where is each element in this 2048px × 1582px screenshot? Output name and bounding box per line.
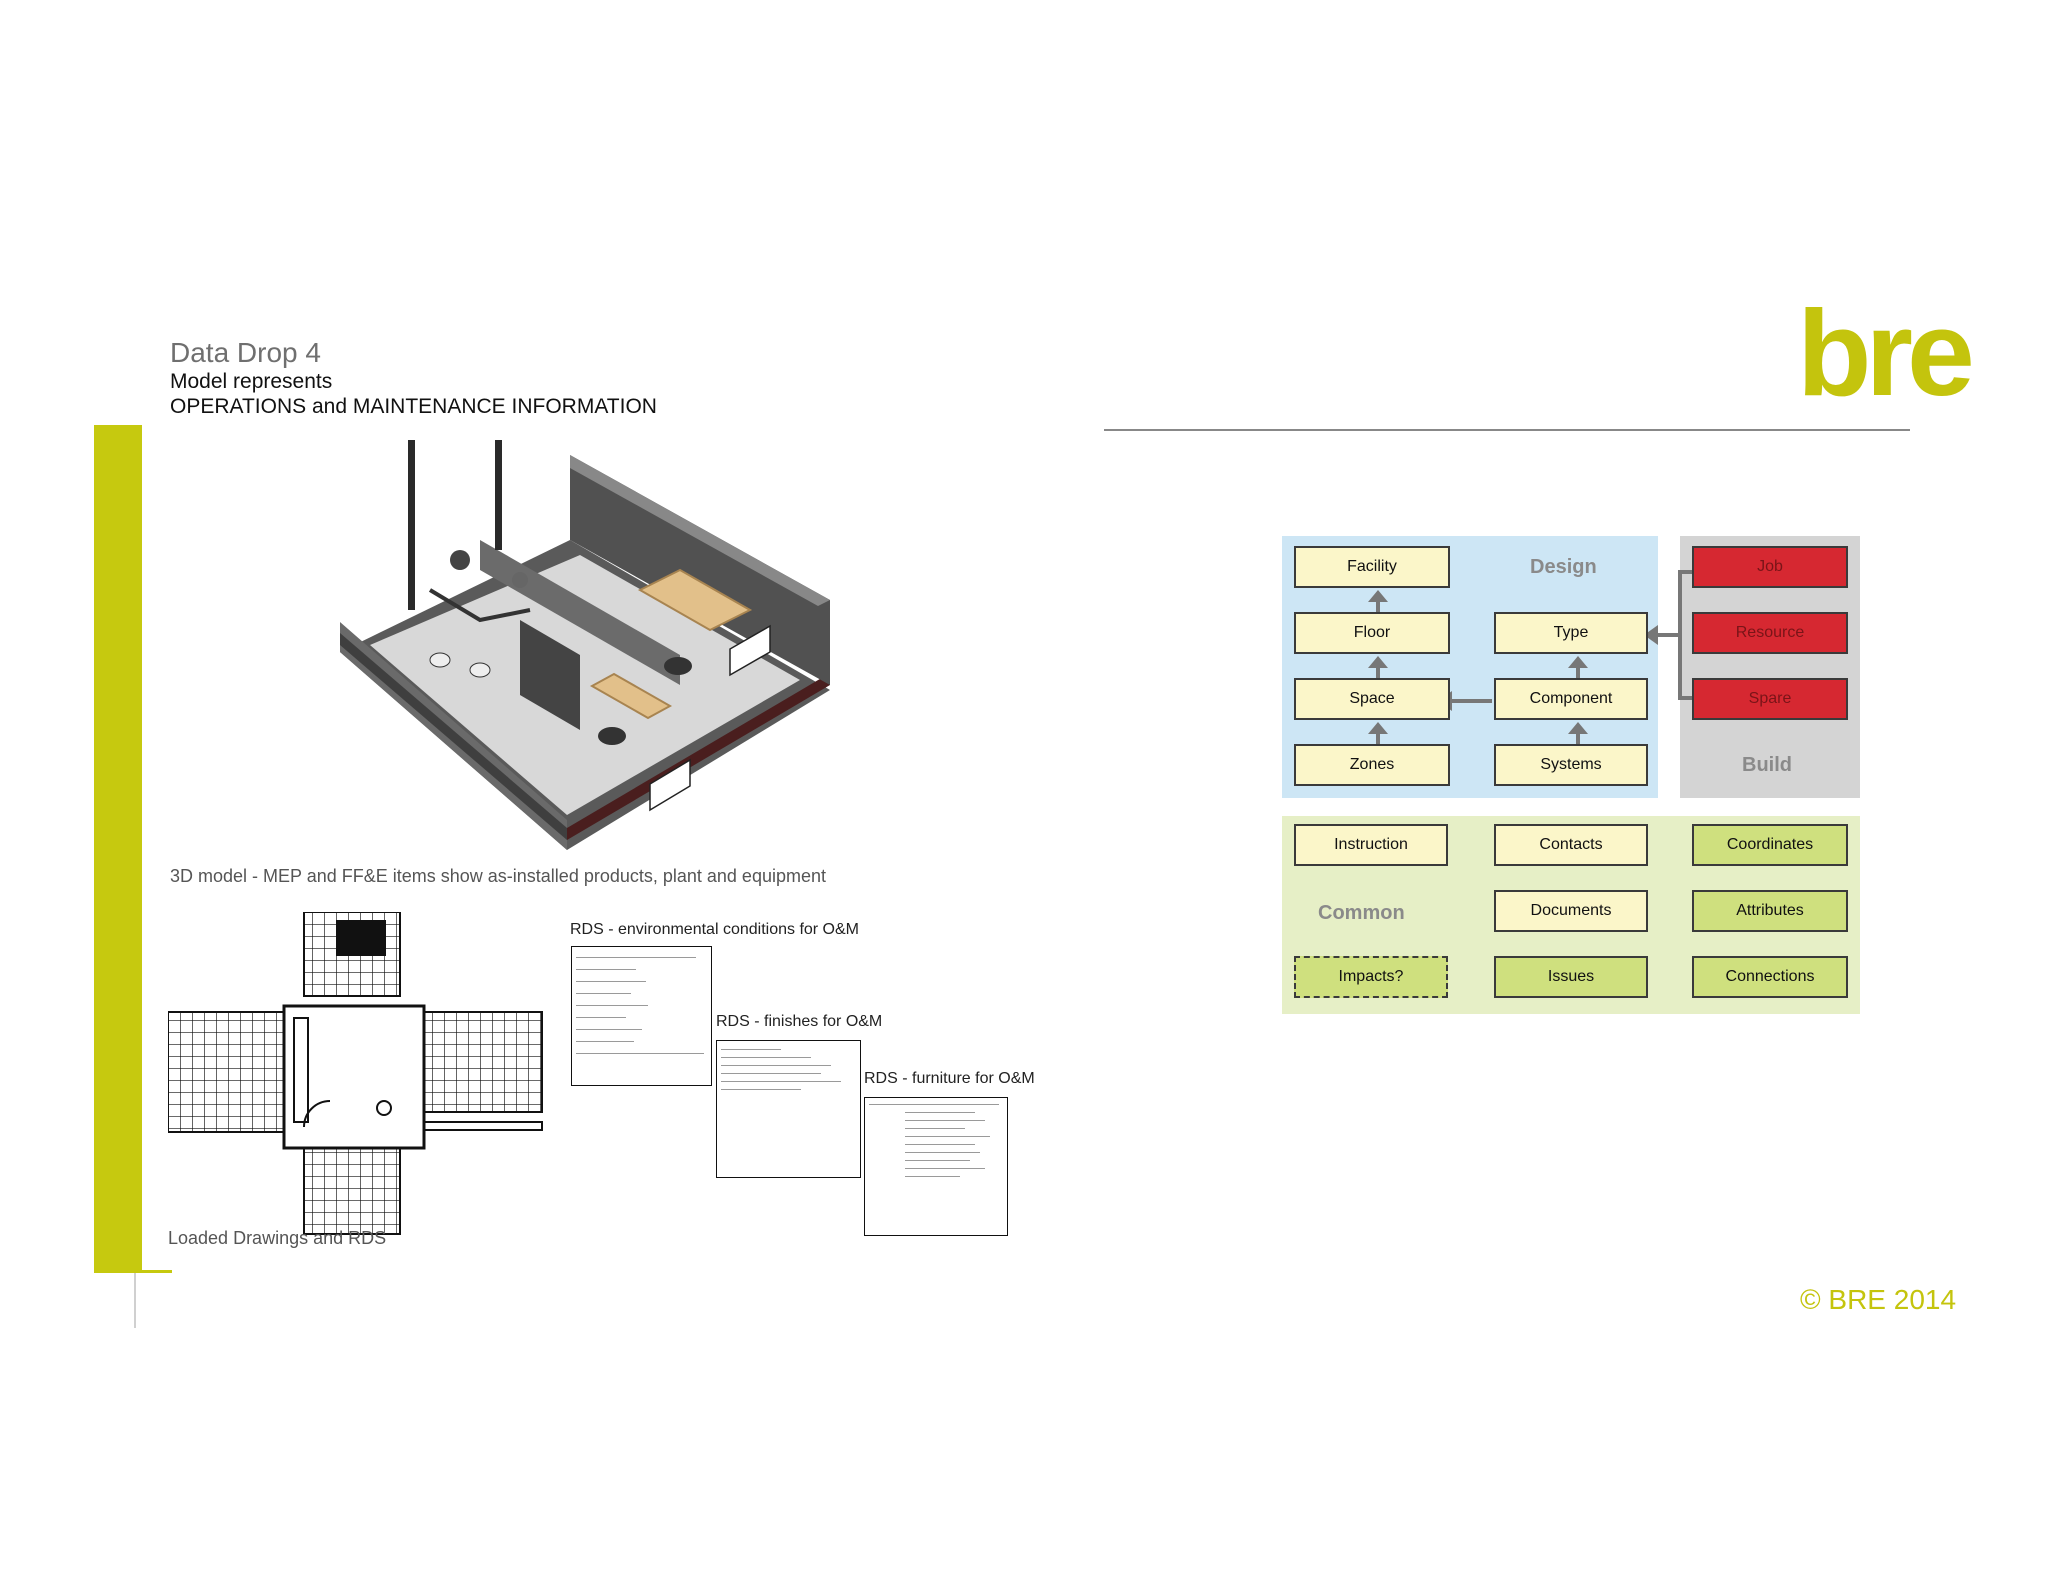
accent-bar xyxy=(94,425,142,1272)
cobie-arrows xyxy=(1368,570,1694,746)
impacts-box: Impacts? xyxy=(1294,956,1448,998)
caption-3d-model: 3D model - MEP and FF&E items show as-in… xyxy=(170,866,826,886)
loaded-drawings-image xyxy=(168,912,543,1235)
facility-box: Facility xyxy=(1294,546,1450,588)
build-label: Build xyxy=(1742,754,1792,776)
component-box: Component xyxy=(1494,678,1648,720)
caption-loaded-drawings: Loaded Drawings and RDS xyxy=(168,1228,387,1248)
slide-subtitle-line2: OPERATIONS and MAINTENANCE INFORMATION xyxy=(170,395,657,418)
caption-rds-finishes: RDS - finishes for O&M xyxy=(716,1013,883,1030)
contacts-box: Contacts xyxy=(1494,824,1648,866)
caption-rds-environmental: RDS - environmental conditions for O&M xyxy=(570,921,859,938)
spare-box: Spare xyxy=(1692,678,1848,720)
accent-bar-tick xyxy=(94,1270,172,1273)
attributes-box: Attributes xyxy=(1692,890,1848,932)
design-label: Design xyxy=(1530,556,1597,578)
caption-rds-furniture: RDS - furniture for O&M xyxy=(864,1070,1035,1087)
floor-box: Floor xyxy=(1294,612,1450,654)
job-box: Job xyxy=(1692,546,1848,588)
issues-box: Issues xyxy=(1494,956,1648,998)
3d-model-image xyxy=(340,440,830,850)
rds-environmental-sheet xyxy=(571,946,712,1086)
bre-logo: bre xyxy=(1797,285,1975,421)
instruction-box: Instruction xyxy=(1294,824,1448,866)
cobie-diagram: Facility Floor Space Zones Design Type C… xyxy=(1282,536,1862,1014)
type-box: Type xyxy=(1494,612,1648,654)
zones-box: Zones xyxy=(1294,744,1450,786)
space-box: Space xyxy=(1294,678,1450,720)
systems-box: Systems xyxy=(1494,744,1648,786)
resource-box: Resource xyxy=(1692,612,1848,654)
documents-box: Documents xyxy=(1494,890,1648,932)
rds-furniture-sheet xyxy=(864,1097,1008,1236)
coordinates-box: Coordinates xyxy=(1692,824,1848,866)
connections-box: Connections xyxy=(1692,956,1848,998)
rds-finishes-sheet xyxy=(716,1040,861,1178)
header-divider xyxy=(1104,429,1910,431)
slide-subtitle-line1: Model represents xyxy=(170,370,333,393)
copyright-footer: © BRE 2014 xyxy=(1800,1284,1957,1315)
divider-vertical xyxy=(134,1273,136,1328)
slide-title: Data Drop 4 xyxy=(170,337,321,368)
common-label: Common xyxy=(1318,902,1405,924)
